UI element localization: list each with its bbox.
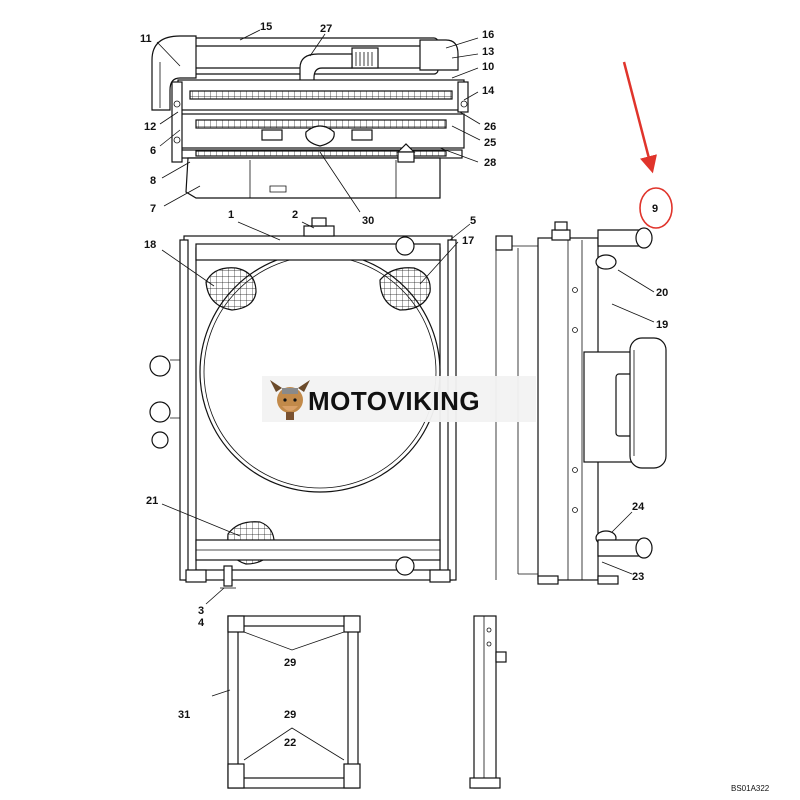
callout-6: 6	[150, 145, 156, 157]
highlight-part-9	[622, 61, 673, 229]
callout-5: 5	[470, 215, 476, 227]
callout-27: 27	[320, 23, 332, 35]
callout-30: 30	[362, 215, 374, 227]
callout-10: 10	[482, 61, 494, 73]
callout-17: 17	[462, 235, 474, 247]
callout-29-bottom: 29	[284, 709, 296, 721]
top-assembly	[151, 35, 469, 199]
bottom-frame	[227, 615, 361, 789]
callout-20: 20	[656, 287, 668, 299]
callout-31: 31	[178, 709, 190, 721]
callout-23: 23	[632, 571, 644, 583]
brand-banner: MOTOVIKING	[262, 376, 536, 422]
callout-16: 16	[482, 29, 494, 41]
bottom-bracket	[469, 615, 507, 789]
callout-22: 22	[284, 737, 296, 749]
callout-labels: 11 15 27 16 13 10 14 12 6 26 25 28 8 7 3…	[140, 21, 668, 749]
callout-12: 12	[144, 121, 156, 133]
highlight-circle	[639, 187, 673, 229]
callout-11: 11	[140, 33, 152, 45]
callout-4: 4	[198, 617, 205, 629]
callout-8: 8	[150, 175, 156, 187]
callout-18: 18	[144, 239, 156, 251]
callout-24: 24	[632, 501, 645, 513]
callout-25: 25	[484, 137, 496, 149]
callout-15: 15	[260, 21, 272, 33]
callout-26: 26	[484, 121, 496, 133]
brand-name: MOTOVIKING	[308, 386, 480, 416]
highlight-arrow	[622, 61, 657, 174]
side-view	[495, 221, 667, 585]
callout-29-top: 29	[284, 657, 296, 669]
callout-14: 14	[482, 85, 495, 97]
viking-logo-icon	[270, 380, 310, 420]
callout-3: 3	[198, 605, 204, 617]
callout-2: 2	[292, 209, 298, 221]
callout-13: 13	[482, 46, 494, 58]
drawing-code: BS01A322	[731, 784, 770, 793]
callout-7: 7	[150, 203, 156, 215]
callout-21: 21	[146, 495, 158, 507]
callout-1: 1	[228, 209, 234, 221]
callout-28: 28	[484, 157, 496, 169]
callout-9[interactable]: 9	[652, 203, 658, 215]
leader-lines	[156, 29, 655, 697]
callout-19: 19	[656, 319, 668, 331]
